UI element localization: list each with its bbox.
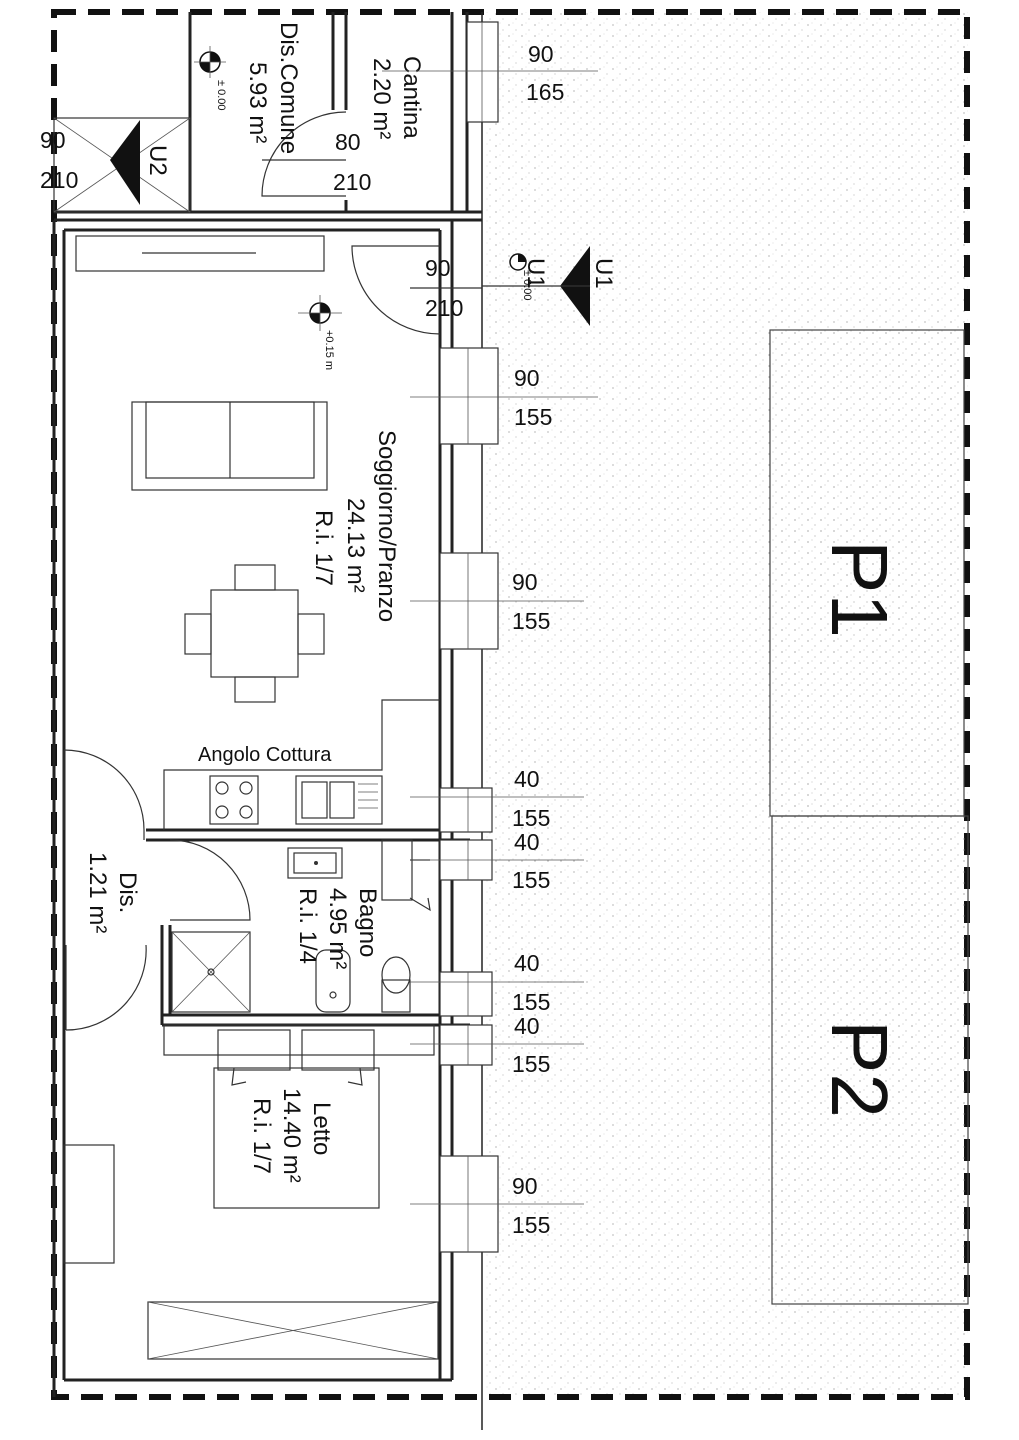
u2-door-width: 90: [40, 127, 66, 153]
win5-width: 40: [514, 950, 540, 976]
parking-spaces: [769, 329, 969, 1305]
bagno-area: 4.95 m²: [324, 888, 351, 969]
win1-width: 90: [514, 365, 540, 391]
cantina-window-height: 165: [526, 79, 564, 105]
dis-comune-name: Dis.Comune: [275, 22, 302, 154]
facade-windows: [410, 347, 598, 1253]
dis-comune-door-width: 80: [335, 129, 361, 155]
parking-p2-label: P2: [815, 1020, 904, 1118]
bagno-name: Bagno: [354, 888, 381, 957]
soggiorno-area: 24.13 m²: [342, 498, 369, 593]
dis-door-swing-letto: [65, 944, 147, 1031]
u2-label: U2: [144, 145, 171, 176]
letto-name: Letto: [308, 1102, 335, 1155]
wardrobe-top: [75, 235, 325, 272]
win3-width: 40: [514, 766, 540, 792]
u2-door: [53, 117, 191, 213]
level-marker-dis-comune: [194, 46, 226, 78]
wardrobe-bottom: [63, 1144, 439, 1360]
cantina-window-width: 90: [528, 41, 554, 67]
dis-area: 1.21 m²: [84, 852, 111, 933]
soggiorno-name: Soggiorno/Pranzo: [373, 430, 400, 622]
win7-height: 155: [512, 1212, 550, 1238]
letto-area: 14.40 m²: [278, 1088, 305, 1183]
win6-height: 155: [512, 1051, 550, 1077]
win5-height: 155: [512, 989, 550, 1015]
win6-width: 40: [514, 1013, 540, 1039]
property-boundary: [51, 9, 970, 1400]
apartment-walls: [52, 220, 470, 1397]
entrance-door-height: 210: [425, 295, 463, 321]
level-soggiorno: +0.15 m: [323, 330, 335, 370]
bagno-ri: R.i. 1/4: [294, 888, 321, 964]
entrance-door-width: 90: [425, 255, 451, 281]
win7-width: 90: [512, 1173, 538, 1199]
level-dis-comune: ± 0.00: [215, 80, 227, 111]
cantina-area: 2.20 m²: [368, 58, 395, 139]
dis-comune-door-swing: [261, 111, 347, 197]
dis-door-swing-bagno: [169, 839, 251, 921]
kitchen-counter: [163, 699, 440, 830]
letto-ri: R.i. 1/7: [248, 1098, 275, 1174]
cantina-name: Cantina: [398, 56, 425, 139]
win4-height: 155: [512, 867, 550, 893]
u1-label: U1: [590, 258, 617, 289]
dis-comune-area: 5.93 m²: [244, 62, 271, 143]
entrance-door-swing: [351, 245, 441, 335]
u1-label-inner: U1: [522, 258, 549, 289]
parking-p1-label: P1: [815, 540, 904, 638]
sofa: [131, 401, 328, 491]
level-u1: ± 0.00: [521, 270, 533, 301]
soggiorno-ri: R.i. 1/7: [310, 510, 337, 586]
dis-door-swing-top: [63, 749, 145, 840]
win1-height: 155: [514, 404, 552, 430]
u1-entrance-arrow: [482, 246, 590, 326]
angolo-cottura-label: Angolo Cottura: [198, 744, 332, 766]
level-marker-soggiorno: [298, 295, 342, 331]
dis-comune-door-height: 210: [333, 169, 371, 195]
bed: [163, 1024, 435, 1209]
win2-height: 155: [512, 608, 550, 634]
win2-width: 90: [512, 569, 538, 595]
cantina-window: [382, 21, 598, 123]
bagno-fixtures: [171, 839, 431, 1013]
u2-door-height: 210: [40, 167, 78, 193]
win3-height: 155: [512, 805, 550, 831]
win4-width: 40: [514, 829, 540, 855]
dining-table: [184, 564, 325, 703]
dis-name: Dis.: [114, 872, 141, 913]
